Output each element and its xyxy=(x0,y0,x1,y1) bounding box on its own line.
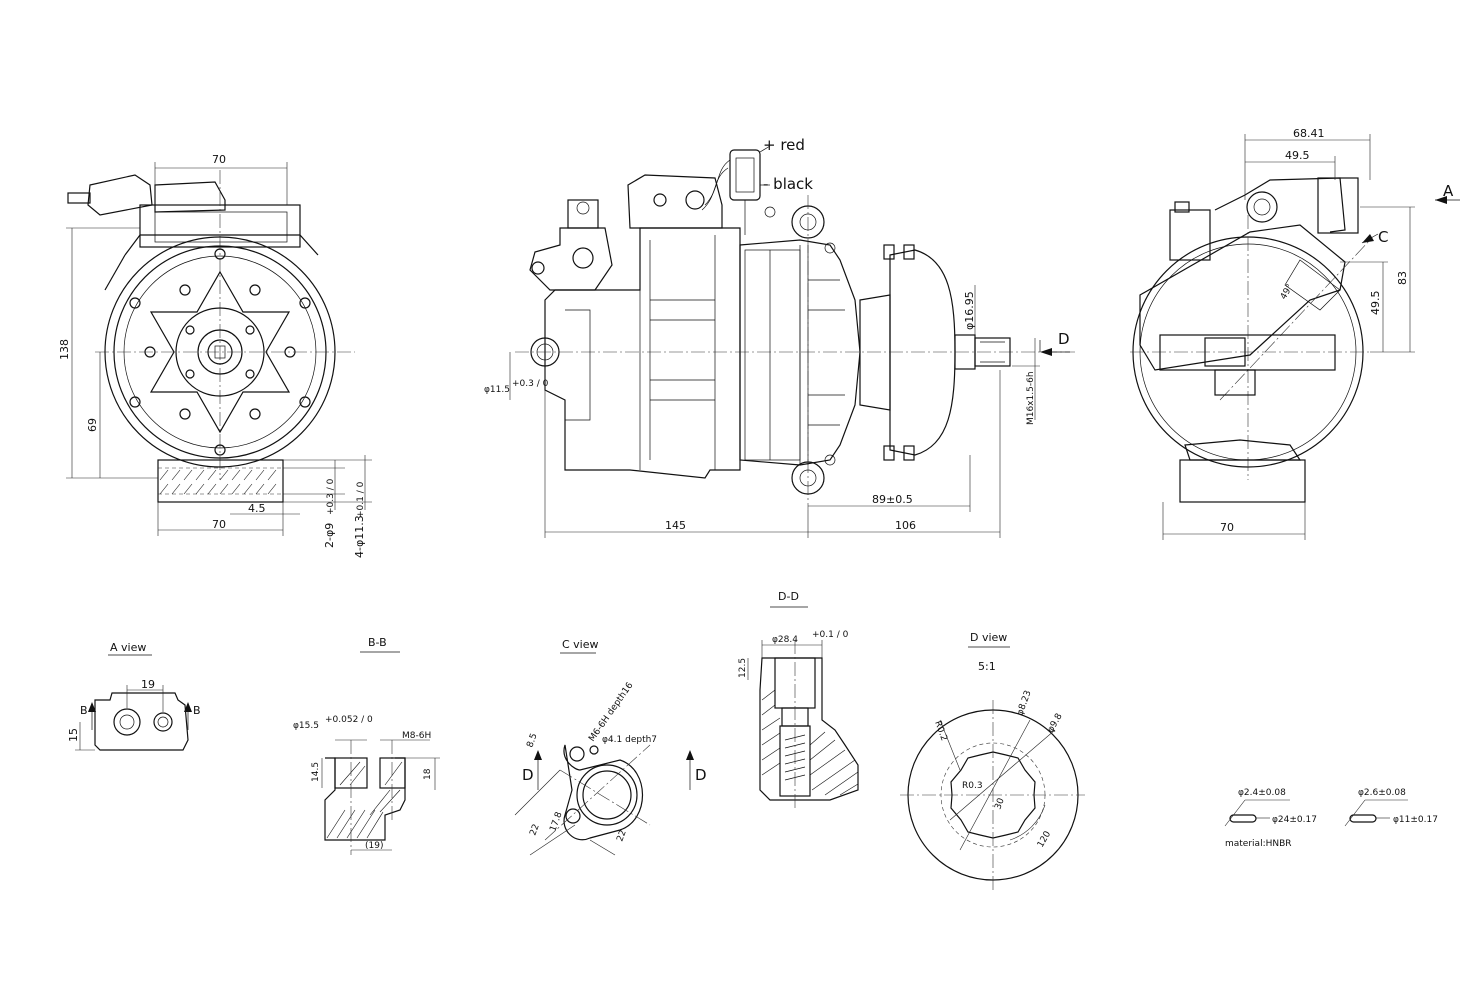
front-hole-b-tol: +0.1 / 0 xyxy=(356,481,366,518)
side-dim-mount: 89±0.5 xyxy=(872,493,913,506)
view-mark-a: A xyxy=(1443,182,1454,200)
wire-red-label: + red xyxy=(763,136,805,154)
rear-dim-v2: 49.5 xyxy=(1369,291,1382,316)
dd-dia-tol: +0.1 / 0 xyxy=(812,630,849,640)
d-view-d2: φ9.8 xyxy=(1046,712,1065,735)
front-dim-center: 69 xyxy=(86,418,99,432)
front-dim-bottom: 70 xyxy=(212,518,226,531)
rear-dim-top2: 49.5 xyxy=(1285,149,1310,162)
rear-view: 68.41 49.5 83 49.5 49° A C 70 xyxy=(1130,127,1460,540)
rear-angle: 49° xyxy=(1279,283,1296,302)
bb-dim-b: 18 xyxy=(423,768,433,780)
rear-dim-bottom: 70 xyxy=(1220,521,1234,534)
bb-dim-a: 14.5 xyxy=(311,762,321,782)
side-dia-port: φ11.5 xyxy=(484,385,510,395)
d-view-ang1: 30 xyxy=(993,797,1006,811)
d-view-title: D view xyxy=(970,631,1007,644)
dd-view: D-D φ28.4 +0.1 / 0 12.5 xyxy=(738,590,859,810)
c-view-title: C view xyxy=(562,638,599,651)
side-thread: M16x1.5-6h xyxy=(1026,371,1036,425)
c-view-hole: φ4.1 depth7 xyxy=(602,735,657,745)
bb-dia-tol: +0.052 / 0 xyxy=(325,715,373,725)
d-view: D view 5:1 R0.2 φ8.23 φ9.8 R0.3 30 120 xyxy=(900,631,1085,890)
rear-dim-top1: 68.41 xyxy=(1293,127,1325,140)
seal2-id: φ11±0.17 xyxy=(1393,815,1438,825)
c-view-mark-left: D xyxy=(522,766,534,784)
c-view: C view D D M6-6H depth16 φ4.1 depth7 8.5… xyxy=(514,638,707,856)
bb-dim-c: (19) xyxy=(365,841,383,851)
a-view: A view 19 15 B B xyxy=(67,641,201,751)
c-view-mark-right: D xyxy=(695,766,707,784)
front-view: 70 138 69 70 4.5 2-φ9 +0.3 / 0 4-φ11.3 +… xyxy=(58,153,372,558)
front-hole-a: 2-φ9 xyxy=(323,523,336,548)
dd-dia: φ28.4 xyxy=(772,635,798,645)
bb-thread: M8-6H xyxy=(402,731,431,741)
seal1-id: φ24±0.17 xyxy=(1272,815,1317,825)
side-dim-left: 145 xyxy=(665,519,686,532)
d-view-ang2: 120 xyxy=(1036,829,1053,849)
front-dim-height: 138 xyxy=(58,339,71,360)
a-view-dim-h: 15 xyxy=(67,728,80,742)
side-dim-right: 106 xyxy=(895,519,916,532)
seal1-cs: φ2.4±0.08 xyxy=(1238,788,1286,798)
a-view-title: A view xyxy=(110,641,146,654)
d-view-r-inner: R0.3 xyxy=(962,781,983,791)
a-view-dim-w: 19 xyxy=(141,678,155,691)
seals: φ2.4±0.08 φ24±0.17 material:HNBR φ2.6±0.… xyxy=(1224,788,1438,849)
side-dia-shaft: φ16.95 xyxy=(963,291,976,330)
c-view-dim-a: 8.5 xyxy=(525,732,539,749)
a-view-mark-right: B xyxy=(193,704,201,717)
section-mark-d: D xyxy=(1058,330,1070,348)
bb-view-title: B-B xyxy=(368,636,387,649)
side-dia-port-tol: +0.3 / 0 xyxy=(512,379,549,389)
seal-material: material:HNBR xyxy=(1225,839,1292,849)
front-hole-a-tol: +0.3 / 0 xyxy=(326,478,336,515)
wire-black-label: - black xyxy=(763,175,813,193)
side-view: + red - black D φ11.5 +0.3 / xyxy=(484,136,1075,538)
front-dim-offset: 4.5 xyxy=(248,502,266,515)
d-view-d1: φ8.23 xyxy=(1015,689,1033,717)
bb-view: B-B φ15.5 +0.052 / 0 M8-6H 14.5 18 (19) xyxy=(293,636,440,855)
dd-view-title: D-D xyxy=(778,590,799,603)
front-hole-b: 4-φ11.3 xyxy=(353,515,366,558)
dd-dim: 12.5 xyxy=(738,658,748,678)
a-view-mark-left: B xyxy=(80,704,88,717)
front-dim-top: 70 xyxy=(212,153,226,166)
seal2-cs: φ2.6±0.08 xyxy=(1358,788,1406,798)
d-view-scale: 5:1 xyxy=(978,660,996,673)
c-view-dim-d: 22 xyxy=(615,829,628,843)
rear-dim-v1: 83 xyxy=(1396,271,1409,285)
c-view-dim-c: 22 xyxy=(528,823,541,837)
c-view-dim-b: 17.8 xyxy=(548,811,564,834)
bb-dia: φ15.5 xyxy=(293,721,319,731)
view-mark-c: C xyxy=(1378,228,1388,246)
d-view-r-outer: R0.2 xyxy=(932,720,948,743)
